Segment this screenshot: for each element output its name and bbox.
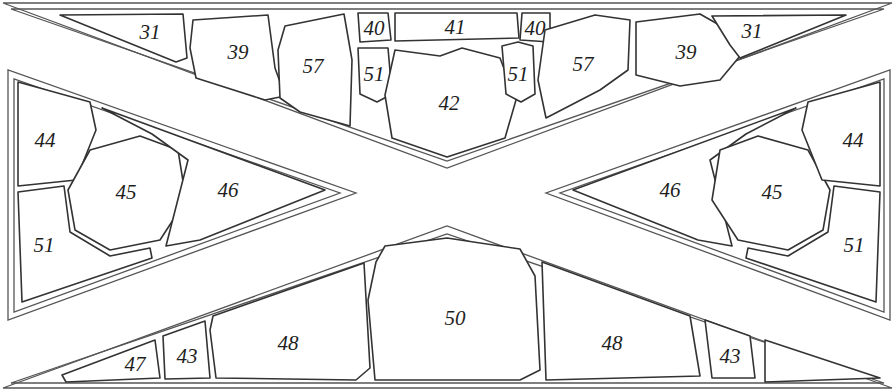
stone: 51	[744, 184, 882, 304]
stone-outline	[710, 13, 848, 60]
stone-outline	[60, 338, 162, 384]
stone-number: 31	[140, 22, 161, 43]
stone-number: 48	[278, 333, 299, 354]
stone-number: 39	[676, 42, 697, 63]
stone: 47	[60, 338, 162, 384]
stone: 51	[500, 40, 537, 104]
stone: 43	[703, 318, 757, 380]
stone: 57	[536, 13, 632, 120]
stone: 44	[800, 80, 882, 188]
stone: 43	[161, 319, 212, 381]
stone: 57	[276, 12, 354, 128]
stone-number: 43	[177, 346, 198, 367]
stone-outline	[100, 106, 327, 248]
stone-number: 57	[303, 56, 324, 77]
stone-outline	[208, 261, 372, 382]
stone-number: 31	[742, 21, 763, 42]
stone: 40	[356, 11, 393, 44]
stone-number: 45	[762, 182, 783, 203]
stone: 48	[208, 261, 372, 382]
stone: 51	[16, 184, 154, 304]
stone-number: 44	[35, 130, 56, 151]
stone-outline	[58, 12, 189, 64]
stone-number: 40	[525, 18, 546, 39]
stone-number: 41	[445, 17, 466, 38]
stone: 48	[540, 260, 702, 382]
stone-number: 46	[660, 180, 681, 201]
stone-number: 51	[508, 64, 529, 85]
stone: 39	[188, 13, 287, 102]
stone: 41	[393, 11, 521, 43]
stone: 31	[710, 13, 848, 60]
stone-number: 46	[218, 180, 239, 201]
stone-number: 51	[844, 235, 865, 256]
stone-outline	[540, 260, 702, 382]
stone-number: 50	[445, 308, 466, 329]
stone-number: 43	[720, 346, 741, 367]
stone: 46	[100, 106, 327, 248]
stone-number: 48	[602, 333, 623, 354]
stone: 31	[58, 12, 189, 64]
stone-number: 39	[228, 42, 249, 63]
stone: 50	[366, 236, 542, 382]
stone-number: 44	[843, 130, 864, 151]
stone-number: 51	[364, 64, 385, 85]
stone-number: 40	[364, 18, 385, 39]
stone: 42	[383, 46, 518, 159]
stone-number: 47	[125, 354, 146, 375]
stone-number: 57	[573, 54, 594, 75]
stone-number: 42	[439, 93, 460, 114]
stone-number: 51	[34, 235, 55, 256]
stone-outline	[800, 80, 882, 188]
stone-number: 45	[116, 182, 137, 203]
